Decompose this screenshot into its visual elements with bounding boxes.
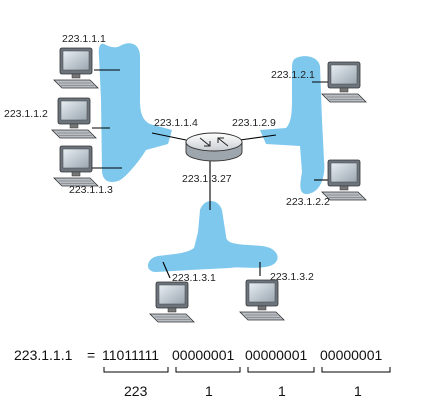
host-computer-icon — [321, 159, 367, 201]
decimal-octet: 1 — [205, 383, 213, 399]
host-computer-icon — [149, 281, 195, 323]
binary-octet: 11011111 — [102, 347, 159, 363]
host-address-label: 223.1.3.1 — [172, 272, 216, 284]
subnet-2-lan — [260, 56, 325, 195]
host-computer-icon — [239, 279, 285, 321]
decimal-octet: 223 — [124, 383, 148, 399]
dotted-address: 223.1.1.1 — [14, 347, 73, 363]
subnet-3-lan — [147, 201, 278, 272]
host-address-label: 223.1.2.1 — [271, 69, 315, 81]
host-computer-icon — [53, 145, 99, 187]
host-address-label: 223.1.2.2 — [286, 196, 330, 208]
binary-breakdown: 223.1.1.1 = 11011111 00000001 00000001 0… — [14, 347, 391, 399]
host-address-label: 223.1.1.2 — [4, 108, 48, 120]
binary-octet: 00000001 — [245, 347, 308, 363]
host-computer-icon — [51, 97, 97, 139]
host-computer-icon — [321, 61, 367, 103]
host-address-label: 223.1.1.1 — [62, 33, 106, 45]
octet-brackets — [103, 367, 391, 373]
equals-sign: = — [87, 347, 95, 363]
router-interface-label: 223.1.2.9 — [232, 117, 276, 129]
host-address-label: 223.1.3.2 — [270, 271, 314, 283]
router-icon — [185, 132, 243, 162]
router-interface-label: 223.1.1.4 — [154, 117, 198, 129]
host-computer-icon — [53, 47, 99, 89]
decimal-octet: 1 — [278, 383, 286, 399]
router-interface-label: 223.1.3.27 — [182, 173, 232, 185]
decimal-octet: 1 — [354, 383, 362, 399]
host-address-label: 223.1.1.3 — [69, 184, 113, 196]
binary-octet: 00000001 — [172, 347, 235, 363]
subnet-1-lan — [98, 43, 172, 182]
binary-octet: 00000001 — [320, 347, 383, 363]
links — [92, 69, 330, 279]
